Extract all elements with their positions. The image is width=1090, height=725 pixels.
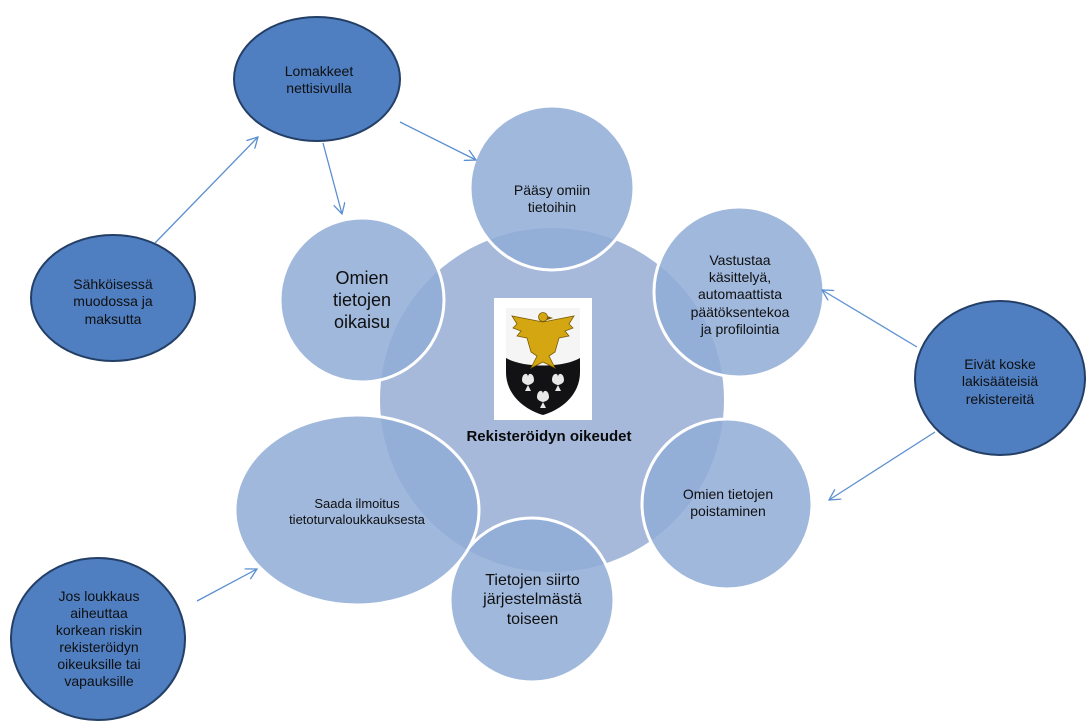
label-oikaisu: Omien tietojen oikaisu xyxy=(332,268,392,332)
satellite-siirto-circle xyxy=(448,516,616,684)
label-poistaminen: Omien tietojen poistaminen xyxy=(682,485,774,519)
arrow-eivat-to-vastustaa xyxy=(822,290,918,348)
satellite-poistaminen-circle xyxy=(640,417,814,591)
center-title: Rekisteröidyn oikeudet xyxy=(466,427,632,445)
coat-of-arms-icon xyxy=(494,298,592,420)
label-lomakkeet: Lomakkeet nettisivulla xyxy=(284,62,354,96)
arrow-jos-to-ilmoitus xyxy=(196,569,257,602)
satellite-paasy-circle xyxy=(468,104,636,272)
arrow-sahkoisessa-to-lomakkeet xyxy=(154,137,258,244)
label-sahkoisessa: Sähköisessä muodossa ja maksutta xyxy=(73,276,153,327)
satellite-oikaisu-circle xyxy=(278,216,446,384)
label-eivat: Eivät koske lakisääteisiä rekistereitä xyxy=(961,356,1039,407)
connector-arrows xyxy=(154,121,936,602)
label-ilmoitus: Saada ilmoitus tietoturvaloukkauksesta xyxy=(289,496,425,527)
outer-eivat-oval xyxy=(914,300,1086,456)
outer-sahkoisessa-oval xyxy=(30,234,196,362)
outer-jos-oval xyxy=(10,557,186,721)
label-jos: Jos loukkaus aiheuttaa korkean riskin re… xyxy=(55,587,143,690)
outer-ovals xyxy=(10,16,1086,721)
label-siirto: Tietojen siirto järjestelmästä toiseen xyxy=(483,571,582,628)
label-vastustaa: Vastustaa käsittelyä, automaattista päät… xyxy=(690,252,790,337)
arrow-eivat-to-poistaminen xyxy=(829,431,936,500)
label-paasy: Pääsy omiin tietoihin xyxy=(513,181,591,215)
satellite-circles xyxy=(233,104,826,684)
arrow-lomakkeet-to-oikaisu xyxy=(322,142,342,214)
arrow-lomakkeet-to-paasy xyxy=(399,121,476,160)
outer-lomakkeet-oval xyxy=(233,16,401,142)
satellite-ilmoitus-ellipse xyxy=(233,413,481,607)
